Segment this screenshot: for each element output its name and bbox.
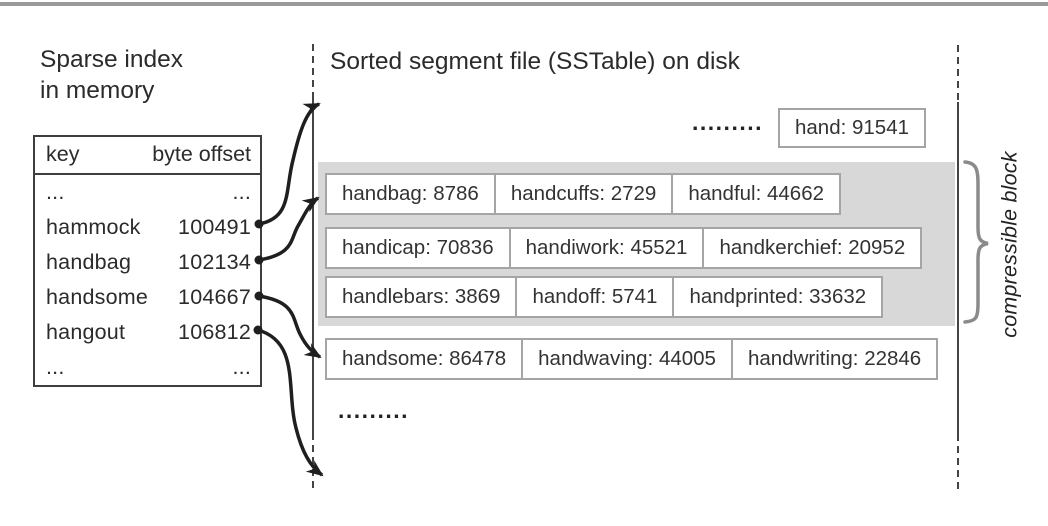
segment-ellipsis-top: ......... <box>692 109 764 135</box>
index-row-offset: 104667 <box>178 285 251 309</box>
segment-entry: handprinted: 33632 <box>672 276 884 318</box>
compressible-block-brace-icon <box>963 160 989 324</box>
segment-entry-hand: hand: 91541 <box>778 108 927 148</box>
sparse-index-title-line1: Sparse index <box>40 46 184 73</box>
arrow-handbag-to-segment-icon <box>258 196 320 262</box>
index-table-row: handbag 102134 <box>35 245 260 280</box>
arrow-hangout-to-segment-icon <box>257 328 324 477</box>
index-table-row: handsome 104667 <box>35 280 260 315</box>
index-table-header: key byte offset <box>35 137 260 175</box>
index-row-key: ... <box>46 180 65 204</box>
index-table-row: hammock 100491 <box>35 210 260 245</box>
segment-entry: handsome: 86478 <box>325 338 524 380</box>
index-row-key: hammock <box>46 215 141 239</box>
sparse-index-title: Sparse index in memory <box>40 44 183 106</box>
sparse-index-title-line2: in memory <box>40 77 155 104</box>
segment-entry: handicap: 70836 <box>325 227 511 269</box>
index-row-offset: ... <box>232 180 251 204</box>
segment-entry: handful: 44662 <box>671 173 841 215</box>
index-row-offset: 102134 <box>178 250 251 274</box>
index-col-byte-offset: byte offset <box>152 142 251 166</box>
segment-entry: handlebars: 3869 <box>325 276 518 318</box>
segment-entry: handwriting: 22846 <box>730 338 939 380</box>
segment-entry: handbag: 8786 <box>325 173 496 215</box>
segment-entry: handiwork: 45521 <box>508 227 705 269</box>
segment-entry: handcuffs: 2729 <box>493 173 674 215</box>
index-col-key: key <box>46 142 80 166</box>
compressible-block-label: compressible block <box>997 151 1022 338</box>
index-table-row: ... ... <box>35 350 260 385</box>
segment-ellipsis-bottom: ......... <box>338 397 410 423</box>
segment-entry: handkerchief: 20952 <box>702 227 923 269</box>
segment-entry: handoff: 5741 <box>515 276 675 318</box>
arrow-hammock-to-segment-icon <box>258 102 321 226</box>
sstable-title: Sorted segment file (SSTable) on disk <box>330 48 740 75</box>
index-row-offset: ... <box>232 355 251 379</box>
index-row-key: handbag <box>46 250 132 274</box>
index-row-offset: 100491 <box>178 215 251 239</box>
index-row-key: handsome <box>46 285 149 309</box>
index-row-key: ... <box>46 355 65 379</box>
index-table-body: ... ... hammock 100491 handbag 102134 ha… <box>35 175 260 385</box>
index-row-key: hangout <box>46 320 126 344</box>
index-table-row: hangout 106812 <box>35 315 260 350</box>
index-row-offset: 106812 <box>178 320 251 344</box>
figure-top-rule <box>0 2 1048 6</box>
arrow-handsome-to-segment-icon <box>258 294 322 359</box>
index-table-row: ... ... <box>35 175 260 210</box>
sparse-index-table: key byte offset ... ... hammock 100491 h… <box>33 135 262 387</box>
segment-entry: handwaving: 44005 <box>521 338 733 380</box>
